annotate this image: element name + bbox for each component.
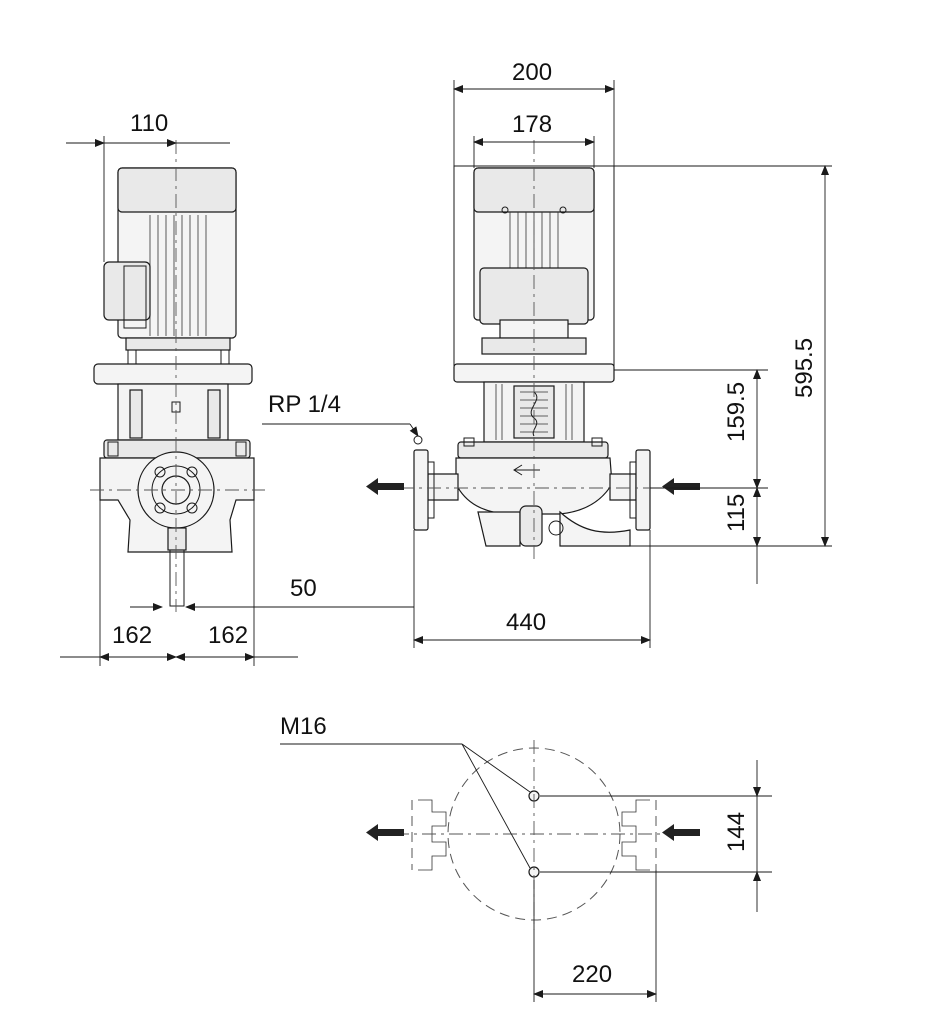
side-adapter-flange	[93, 363, 253, 385]
front-view	[366, 140, 700, 560]
dim-label-162-right: 162	[208, 622, 248, 649]
dimension-labels: 200 178 110 595.5 159.5 115 RP 1/4 50 16…	[112, 59, 818, 988]
dim-label-178: 178	[512, 111, 552, 138]
outlet-flow-arrow	[366, 478, 404, 495]
dim-label-144: 144	[723, 812, 750, 852]
dim-label-159-5: 159.5	[723, 382, 750, 442]
dim-label-200: 200	[512, 59, 552, 86]
callout-m16: M16	[280, 713, 327, 740]
foot-outlet-arrow	[366, 824, 404, 841]
side-terminal-box	[103, 261, 151, 321]
dim-label-220: 220	[572, 961, 612, 988]
dim-label-440: 440	[506, 609, 546, 636]
dim-label-110: 110	[130, 110, 168, 137]
dim-label-162-left: 162	[112, 622, 152, 649]
front-right-flange	[635, 449, 651, 531]
dim-label-595-5: 595.5	[791, 338, 818, 398]
foot-plan-view	[280, 740, 700, 930]
callout-rp-1-4: RP 1/4	[268, 391, 341, 418]
foot-inlet-arrow	[662, 824, 700, 841]
dim-label-115: 115	[723, 494, 750, 532]
inlet-flow-arrow	[662, 478, 700, 495]
side-view	[90, 140, 265, 612]
dimension-lines	[60, 80, 832, 1002]
front-left-flange	[413, 449, 429, 531]
dim-label-50: 50	[290, 575, 317, 602]
